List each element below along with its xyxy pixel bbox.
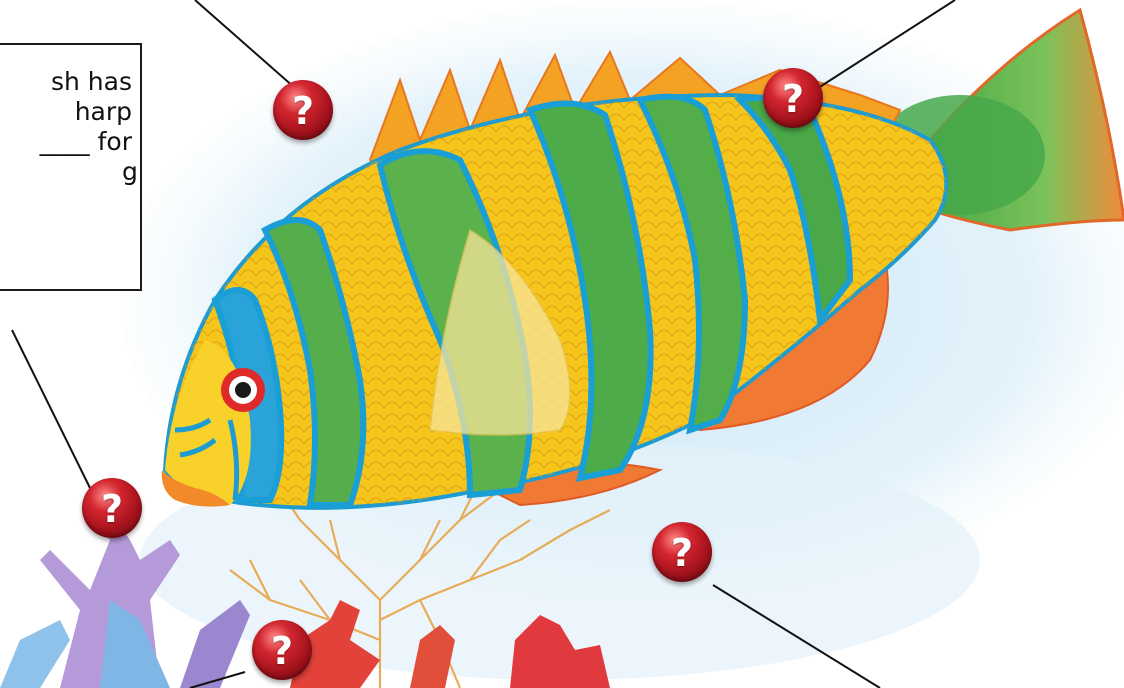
callout-box: sh has harp ____ for g (0, 43, 142, 291)
question-mark-icon: ? (782, 80, 804, 118)
callout-line-2: harp (0, 97, 140, 127)
question-mark-icon: ? (292, 92, 314, 130)
callout-line-4: g (0, 157, 140, 187)
question-marker-dorsal-fin[interactable]: ? (273, 80, 333, 140)
question-mark-icon: ? (271, 632, 293, 670)
question-mark-icon: ? (101, 490, 123, 528)
question-marker-coral[interactable]: ? (252, 620, 312, 680)
question-marker-mouth[interactable]: ? (82, 478, 142, 538)
question-marker-belly[interactable]: ? (652, 522, 712, 582)
callout-line-3: ____ for (0, 127, 140, 157)
question-mark-icon: ? (671, 534, 693, 572)
question-marker-tail[interactable]: ? (763, 68, 823, 128)
callout-line-1: sh has (0, 67, 140, 97)
